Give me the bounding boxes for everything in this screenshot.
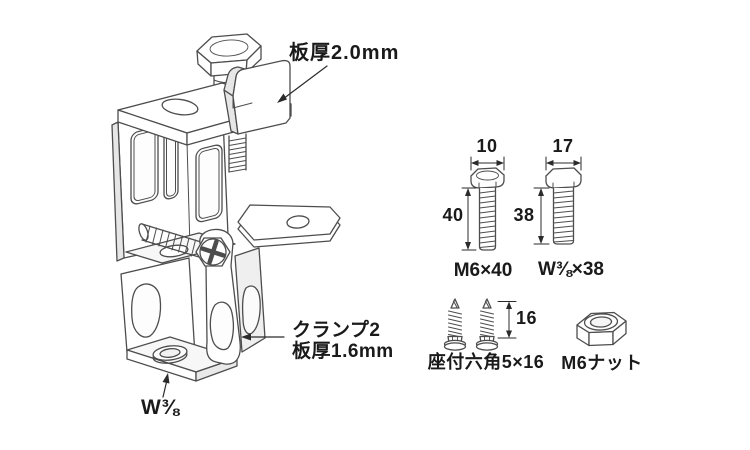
hex-nut-drawing — [576, 311, 627, 347]
clamp-assembly-drawing — [111, 33, 341, 398]
leader-arrow-w38 — [162, 373, 170, 398]
label-bolt-m6: M6×40 — [453, 260, 513, 281]
teardrop-cutout — [241, 285, 261, 335]
bolt-w38-drawing — [533, 156, 582, 245]
side-tab-plate — [237, 204, 341, 248]
leader-arrow-clamp2 — [241, 333, 285, 341]
teardrop-cutout — [131, 283, 162, 338]
vertical-threaded-rod — [228, 133, 247, 173]
lower-clamp-right-plate — [234, 247, 266, 353]
tapping-screw-1 — [443, 298, 467, 351]
teardrop-cutout — [209, 301, 235, 351]
label-plate-thickness-top: 板厚2.0mm — [289, 42, 400, 64]
label-hex-nut: M6ナット — [561, 353, 643, 373]
slot-cutout-right — [195, 144, 223, 223]
label-tapping-screw: 座付六角5×16 — [427, 352, 545, 372]
clamp-base — [126, 336, 238, 382]
dim-bolt-w38-head-width: 17 — [552, 136, 574, 156]
horizontal-threaded-rod — [138, 223, 202, 258]
slot-cutout-left — [130, 127, 159, 205]
dim-bolt-w38-length: 38 — [513, 205, 535, 225]
dim-screw-length: 16 — [516, 308, 538, 328]
dim-bolt-m6-length: 40 — [442, 205, 464, 225]
phillips-pivot-bolt — [195, 237, 231, 267]
label-clamp2-thickness: 板厚1.6mm — [292, 341, 394, 362]
base-boss-w38 — [152, 345, 188, 364]
label-bolt-w38: W⅜×38 — [537, 259, 604, 280]
clamp-hook-jaw — [223, 59, 291, 135]
tapping-screws-drawing — [443, 298, 517, 351]
label-clamp2-name: クランプ2 — [292, 320, 381, 341]
dim-length-lines — [461, 187, 477, 251]
label-base-thread: W⅜ — [141, 396, 180, 419]
tapping-screw-2 — [475, 298, 499, 351]
dim-head-width-lines — [545, 156, 582, 171]
dim-length-lines — [533, 187, 550, 245]
dim-screw-length-lines — [497, 301, 517, 339]
dim-bolt-m6-head-width: 10 — [476, 136, 498, 156]
bolt-m6-drawing — [461, 156, 505, 251]
dim-head-width-lines — [470, 156, 505, 171]
leader-arrow-plate-thickness — [277, 65, 328, 103]
